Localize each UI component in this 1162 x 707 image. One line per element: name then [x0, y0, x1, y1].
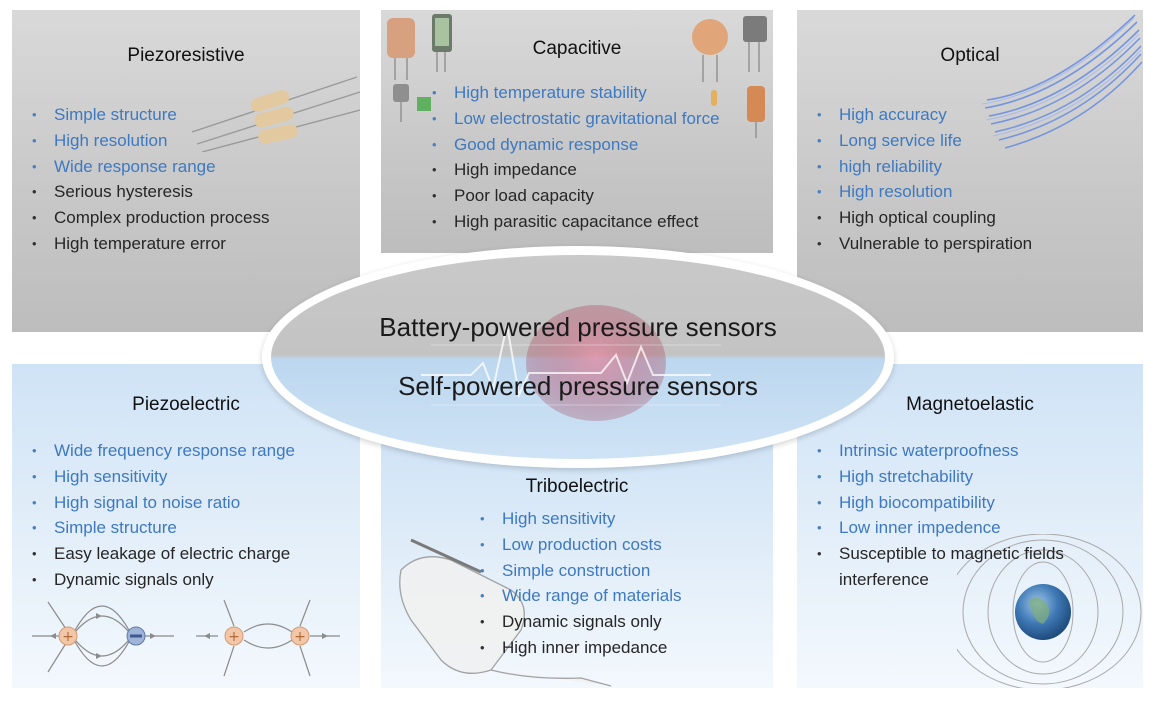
feature-list: Intrinsic waterproofness High stretchabi… — [815, 438, 1129, 593]
svg-text:+: + — [294, 629, 306, 645]
con-item: Vulnerable to perspiration — [815, 231, 1032, 257]
pro-item: High temperature stability — [430, 80, 720, 106]
panel-title: Magnetoelastic — [906, 394, 1034, 415]
pro-item: Simple structure — [30, 102, 269, 128]
panel-title: Piezoresistive — [127, 45, 245, 66]
pro-item: Simple structure — [30, 515, 295, 541]
panel-magnetoelastic: Magnetoelastic Intrinsic waterproofness … — [797, 364, 1143, 688]
con-item: High parasitic capacitance effect — [430, 209, 720, 235]
pro-item: high reliability — [815, 154, 1032, 180]
center-ellipse: Battery-powered pressure sensors Self-po… — [262, 246, 894, 468]
panel-title: Piezoelectric — [132, 394, 240, 415]
panel-optical: Optical High accuracy Long service life … — [797, 10, 1143, 332]
con-item: High inner impedance — [478, 635, 682, 661]
panel-title: Optical — [940, 45, 1000, 66]
con-item: Dynamic signals only — [478, 609, 682, 635]
feature-list: High accuracy Long service life high rel… — [815, 102, 1032, 257]
self-powered-label: Self-powered pressure sensors — [398, 371, 758, 401]
pro-item: High resolution — [30, 128, 269, 154]
pro-item: Long service life — [815, 128, 1032, 154]
pro-item: Low production costs — [478, 532, 682, 558]
con-item: High temperature error — [30, 231, 269, 257]
feature-list: High sensitivity Low production costs Si… — [478, 506, 682, 661]
panel-title: Capacitive — [532, 38, 622, 59]
con-item: Complex production process — [30, 205, 269, 231]
pro-item: Wide range of materials — [478, 583, 682, 609]
pro-item: Low electrostatic gravitational force — [430, 106, 720, 132]
con-item: Susceptible to magnetic fields interfere… — [815, 541, 1129, 593]
pro-item: High resolution — [815, 179, 1032, 205]
con-item: Poor load capacity — [430, 183, 720, 209]
panel-piezoresistive: Piezoresistive Simple structure High res… — [12, 10, 360, 332]
svg-text:+: + — [228, 629, 240, 645]
pro-item: High accuracy — [815, 102, 1032, 128]
pro-item: High stretchability — [815, 464, 1129, 490]
battery-powered-label: Battery-powered pressure sensors — [379, 312, 777, 342]
feature-list: High temperature stability Low electrost… — [430, 80, 720, 235]
pro-item: Good dynamic response — [430, 132, 720, 158]
pro-item: High sensitivity — [30, 464, 295, 490]
con-item: High impedance — [430, 157, 720, 183]
feature-list: Wide frequency response range High sensi… — [30, 438, 295, 593]
panel-piezoelectric: + + + Piezoelectric Wide frequency respo… — [12, 364, 360, 688]
panel-title: Triboelectric — [525, 476, 629, 497]
pro-item: Intrinsic waterproofness — [815, 438, 1129, 464]
con-item: Easy leakage of electric charge — [30, 541, 295, 567]
con-item: Serious hysteresis — [30, 179, 269, 205]
feature-list: Simple structure High resolution Wide re… — [30, 102, 269, 257]
ecg-heart-illustration — [421, 305, 721, 421]
pro-item: High signal to noise ratio — [30, 490, 295, 516]
pro-item: Wide response range — [30, 154, 269, 180]
con-item: Dynamic signals only — [30, 567, 295, 593]
pro-item: Wide frequency response range — [30, 438, 295, 464]
svg-text:+: + — [62, 629, 74, 645]
pro-item: High sensitivity — [478, 506, 682, 532]
panel-triboelectric: Triboelectric High sensitivity Low produ… — [381, 440, 773, 688]
con-item: High optical coupling — [815, 205, 1032, 231]
pro-item: Low inner impedence — [815, 515, 1129, 541]
pro-item: High biocompatibility — [815, 490, 1129, 516]
pro-item: Simple construction — [478, 558, 682, 584]
panel-capacitive: Capacitive High temperature stability Lo… — [381, 10, 773, 253]
electric-field-illustration: + + + — [32, 599, 340, 677]
